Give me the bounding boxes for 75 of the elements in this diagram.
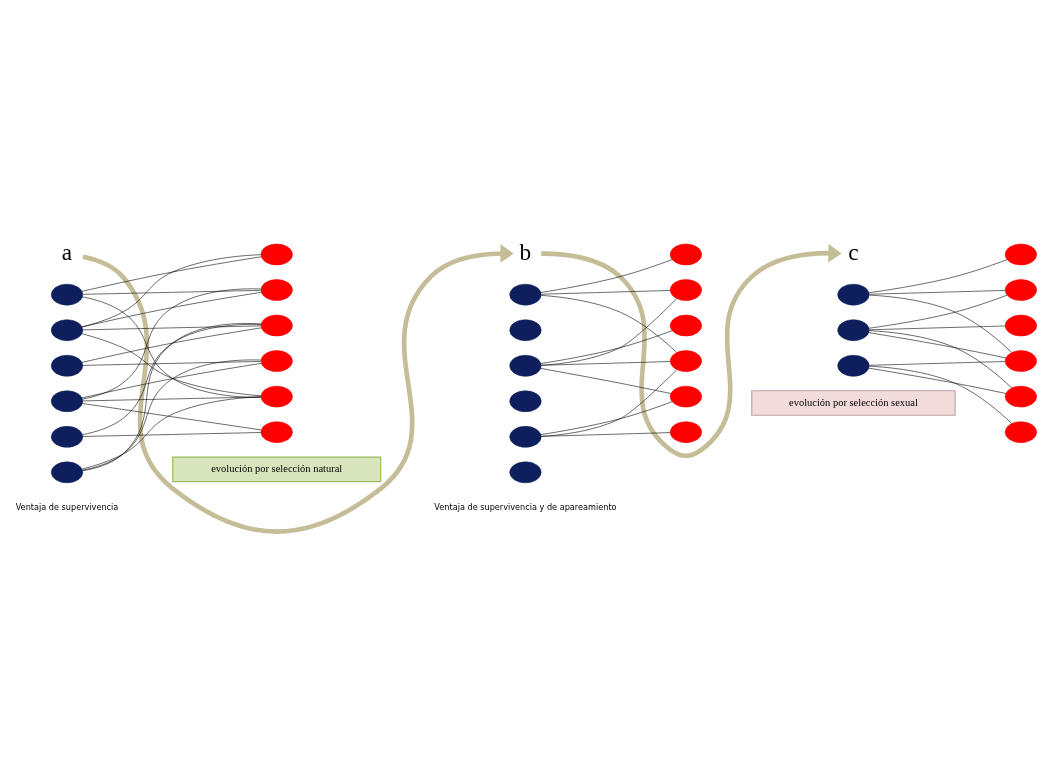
node-ellipse xyxy=(51,319,84,341)
connector xyxy=(868,361,1006,366)
node-ellipse xyxy=(509,319,542,341)
node-text: b xyxy=(519,239,532,266)
connector xyxy=(540,401,673,435)
node-text: a xyxy=(61,239,73,266)
connector xyxy=(868,330,1012,389)
node-ellipse xyxy=(669,385,702,408)
node-ellipse xyxy=(51,426,84,448)
connector xyxy=(868,365,1012,424)
connector xyxy=(82,359,262,471)
connector xyxy=(541,290,671,295)
node-ellipse xyxy=(260,243,293,266)
label: Ventaja de supervivencia xyxy=(15,502,119,513)
node-ellipse xyxy=(51,461,84,484)
connector xyxy=(82,403,262,431)
connector xyxy=(81,327,262,363)
arrow xyxy=(541,243,842,458)
connector xyxy=(541,369,677,437)
connector xyxy=(81,254,262,328)
connector xyxy=(82,324,262,435)
node-ellipse xyxy=(1004,314,1037,337)
node-ellipse xyxy=(509,461,542,484)
connector xyxy=(82,432,262,437)
node-ellipse xyxy=(1004,350,1037,372)
node-ellipse xyxy=(260,421,293,443)
node-ellipse xyxy=(51,283,84,306)
node-ellipse xyxy=(669,314,702,337)
connector xyxy=(81,396,262,470)
node-ellipse xyxy=(669,350,702,372)
node-ellipse xyxy=(1004,385,1037,408)
node-ellipse xyxy=(260,279,293,301)
node-ellipse xyxy=(260,385,293,408)
connector xyxy=(82,325,262,331)
node-ellipse xyxy=(509,283,542,306)
label: Ventaja de supervivencia y de apareamiento xyxy=(434,502,617,513)
node-ellipse xyxy=(837,319,870,341)
connector xyxy=(541,298,677,366)
connector xyxy=(868,332,1007,359)
connector xyxy=(868,367,1007,394)
node-ellipse xyxy=(509,390,542,413)
node-ellipse xyxy=(260,350,293,372)
connector xyxy=(82,396,262,402)
node-ellipse xyxy=(669,421,702,443)
connector xyxy=(540,295,677,353)
connector xyxy=(540,330,673,364)
connector xyxy=(82,290,262,295)
node-ellipse xyxy=(669,279,702,301)
node-ellipse xyxy=(1004,279,1037,301)
node-ellipse xyxy=(837,283,870,306)
connector xyxy=(81,363,262,399)
connector xyxy=(541,361,671,366)
node-ellipse xyxy=(260,314,293,337)
node-ellipse xyxy=(1004,421,1037,443)
connector xyxy=(540,259,673,293)
connector xyxy=(540,368,672,394)
node-box: evolución por selección natural xyxy=(172,456,382,483)
connector xyxy=(541,432,671,437)
connector xyxy=(81,292,262,328)
node-ellipse xyxy=(509,426,542,448)
node-ellipse xyxy=(1004,243,1037,266)
node-ellipse xyxy=(837,354,870,377)
connector xyxy=(868,325,1006,331)
connector xyxy=(82,361,262,366)
node-ellipse xyxy=(509,354,542,377)
node-ellipse xyxy=(51,354,84,377)
node-box: evolución por selección sexual xyxy=(751,390,956,416)
node-ellipse xyxy=(51,390,84,413)
connector xyxy=(82,323,262,472)
connector xyxy=(81,256,262,292)
arrow xyxy=(82,244,514,534)
connector xyxy=(81,333,262,397)
node-text: c xyxy=(848,239,859,266)
connector xyxy=(868,294,1012,353)
node-ellipse xyxy=(669,243,702,266)
